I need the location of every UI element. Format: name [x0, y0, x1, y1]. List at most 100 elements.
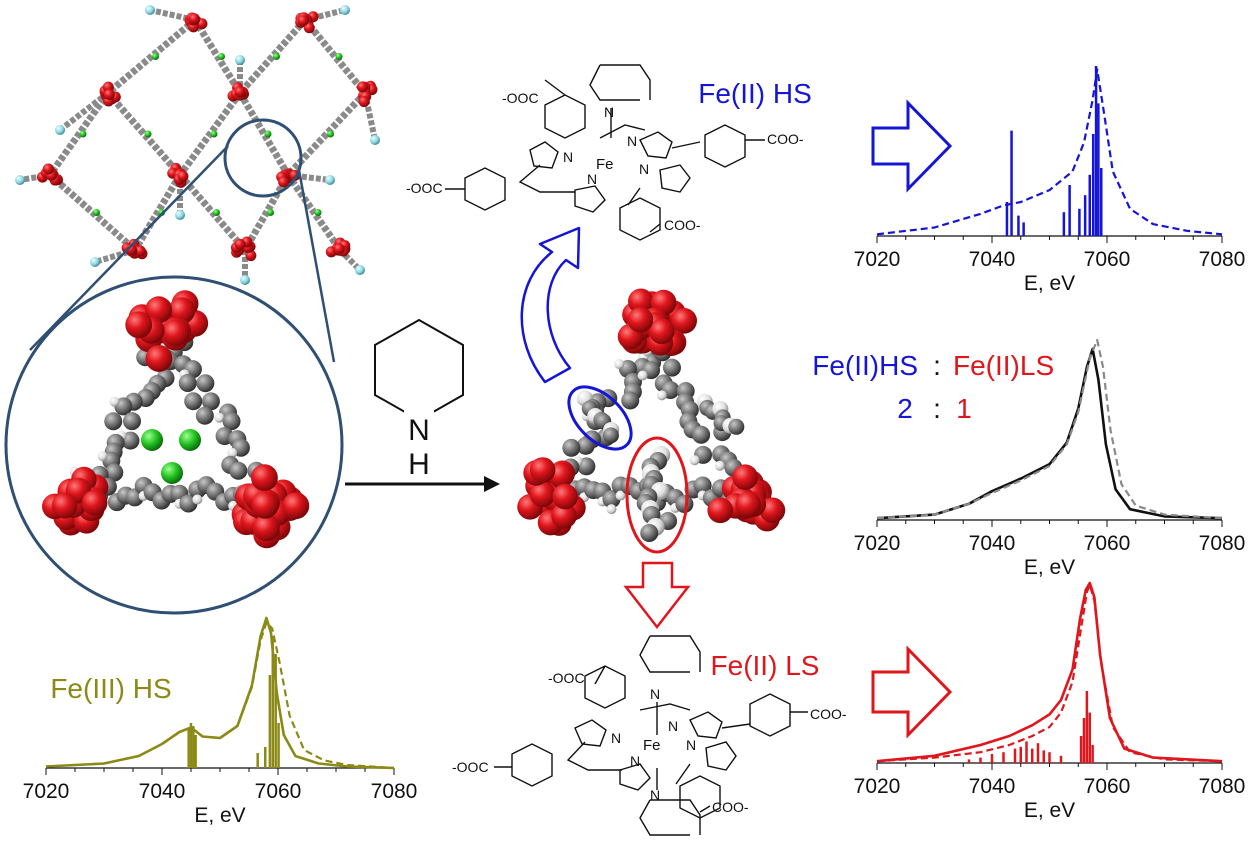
- oxygen-atom: [552, 483, 578, 510]
- hydrogen-atom: [606, 504, 617, 515]
- x-tick-label: 7080: [371, 780, 418, 803]
- calculated-spectrum-dashed: [876, 583, 1223, 763]
- bottom-n-4: N: [630, 753, 640, 769]
- axial-piperidine-right: [696, 393, 745, 435]
- x-axis-label: E, eV: [1024, 799, 1075, 822]
- oxygen-atom: [188, 13, 200, 25]
- ls-down-arrow: [623, 561, 691, 630]
- oxygen-atom: [356, 81, 368, 93]
- zr-oxo-cluster: [276, 168, 301, 188]
- framework-linker: [47, 90, 111, 178]
- zr6-cluster: [125, 290, 209, 372]
- hydrogen-atom: [97, 451, 108, 462]
- stick-spectrum: [1005, 66, 1103, 236]
- carbon-atom: [178, 374, 197, 393]
- bottom-n-2: N: [611, 730, 621, 746]
- piperidine-n-label: N: [408, 414, 430, 447]
- oxygen-atom: [251, 491, 279, 519]
- piperidine-h-label: H: [408, 448, 430, 481]
- fe2-hs-molecule: N Fe N N N N -OOC COO- -OOC COO-: [406, 64, 804, 241]
- bottom-carboxylate-2: COO-: [810, 706, 847, 722]
- chloride-atom: [327, 130, 334, 138]
- chloride-atom: [161, 462, 183, 484]
- zoom-line-left: [29, 145, 229, 351]
- spectrum-curve: [45, 616, 395, 770]
- top-carboxylate-1: -OOC: [502, 90, 539, 106]
- x-axis-label: E, eV: [1024, 272, 1075, 295]
- hydrogen-atom: [192, 494, 203, 505]
- chloride-atom: [144, 130, 152, 138]
- fe2-ls-label: Fe(II) LS: [711, 650, 820, 681]
- oxygen-atom: [103, 89, 115, 101]
- framework-linker: [192, 18, 243, 95]
- zr6-cluster: [231, 464, 310, 549]
- zr-oxo-cluster: [99, 81, 121, 107]
- hydrogen-atom: [689, 455, 700, 466]
- oxygen-atom: [627, 307, 654, 333]
- chloride-atom: [267, 209, 274, 216]
- x-axis-label: E, eV: [1024, 556, 1075, 579]
- chloride-atom: [141, 429, 163, 451]
- carboxylate-end: [55, 125, 65, 135]
- carbon-atom: [621, 391, 640, 410]
- ratio-label-ls: Fe(II)LS: [953, 350, 1054, 381]
- hs-curved-arrow: [520, 226, 581, 384]
- top-carboxylate-2: COO-: [767, 131, 804, 147]
- mof-framework-lattice: [15, 5, 380, 285]
- carbon-atom: [576, 436, 595, 455]
- bottom-carboxylate-3: -OOC: [452, 759, 489, 775]
- oxygen-atom: [333, 243, 345, 255]
- hydrogen-atom: [109, 396, 120, 407]
- stick-spectrum: [967, 691, 1094, 763]
- zr-oxo-cluster: [36, 163, 64, 186]
- carboxylate-end: [325, 175, 335, 185]
- zr-oxo-cluster: [167, 162, 189, 188]
- chloride-atom: [179, 429, 201, 451]
- oxygen-atom: [735, 491, 761, 518]
- fe2-hs-label: Fe(II) HS: [698, 78, 812, 109]
- bottom-n-1: N: [668, 718, 678, 734]
- x-tick-label: 7060: [1084, 775, 1131, 798]
- ratio-number-hs: 2: [897, 393, 913, 424]
- oxygen-atom: [278, 176, 290, 188]
- chloride-atom: [335, 53, 343, 60]
- carboxylate-end: [175, 210, 185, 220]
- ratio-colon-top: :: [933, 350, 941, 381]
- chloride-atom: [152, 53, 159, 60]
- oxygen-atom: [162, 319, 190, 347]
- oxygen-atom: [145, 296, 173, 324]
- carboxylate-end: [370, 135, 380, 145]
- hydrogen-atom: [214, 412, 225, 423]
- carbon-atom: [222, 412, 241, 431]
- zr6-cluster: [707, 464, 786, 532]
- framework-linkers: [15, 5, 380, 285]
- carbon-atom: [229, 461, 248, 480]
- x-tick-label: 7020: [854, 775, 901, 798]
- framework-linker: [177, 90, 243, 178]
- x-tick-label: 7060: [1084, 532, 1131, 555]
- framework-linker: [302, 17, 368, 96]
- pore-zoom-view: [4, 275, 344, 615]
- oxygen-atom: [648, 318, 675, 345]
- hydrogen-atom: [656, 390, 667, 401]
- ratio-number-ls: 1: [956, 393, 972, 424]
- oxygen-atom: [177, 170, 189, 182]
- x-tick-label: 7020: [854, 248, 901, 271]
- calculated-spectrum-dashed: [876, 338, 1223, 520]
- ls-site-highlight: [625, 436, 689, 554]
- oxygen-atom: [358, 96, 370, 108]
- carbon-atom: [105, 463, 124, 482]
- x-tick-label: 7080: [1199, 532, 1246, 555]
- carbon-atom: [693, 476, 712, 495]
- bottom-fe-atom: Fe: [643, 737, 661, 754]
- fe3-hs-label: Fe(III) HS: [50, 673, 171, 704]
- zr-oxo-cluster: [184, 12, 208, 33]
- oxygen-atom: [529, 481, 556, 508]
- top-n-4: N: [587, 171, 597, 187]
- zoom-highlight-circle: [223, 118, 303, 198]
- carboxylate-end: [235, 55, 245, 65]
- oxygen-atom: [282, 492, 310, 520]
- oxygen-atom: [671, 307, 698, 334]
